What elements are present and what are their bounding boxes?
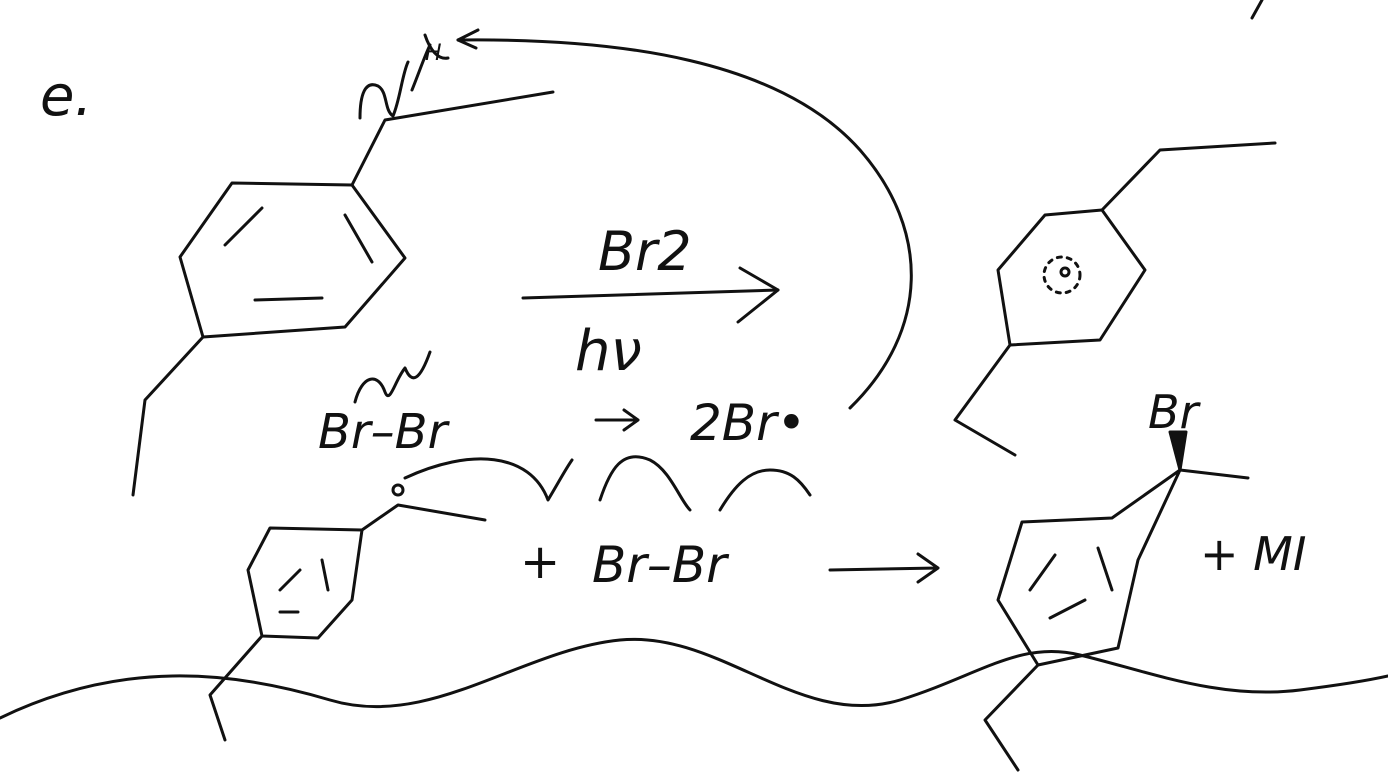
propagation-radical-structure [208,483,487,742]
reagent-bottom: hν [575,319,642,384]
propagation-arrow [828,552,940,584]
reaction-arrow [521,266,780,324]
propagation-reactant: Br–Br [592,536,730,594]
homolysis-fishhook-arrows [353,350,432,404]
benzylic-bromide-structure [983,430,1250,772]
arrowhead [456,28,480,50]
propagation-fishhook-arrows [403,455,812,512]
benzylic-radical-structure [953,141,1277,457]
propagation-plus: + [520,534,560,590]
wavy-separator [0,637,1388,720]
hydrogen-annotation [358,33,450,120]
reagent-top: Br2 [598,220,692,283]
initiation-product: 2Br• [690,394,806,452]
side-product: + MI [1200,527,1306,581]
radical-abstraction-arrow [456,38,913,410]
problem-label: e. [40,64,92,129]
initiation-arrow [594,408,640,432]
corner-mark [1250,0,1264,20]
initiation-reactant: Br–Br [318,404,451,460]
bromine-label: Br [1148,385,1202,439]
starting-material-structure [131,90,555,497]
top-scribble-text: H [425,41,442,66]
